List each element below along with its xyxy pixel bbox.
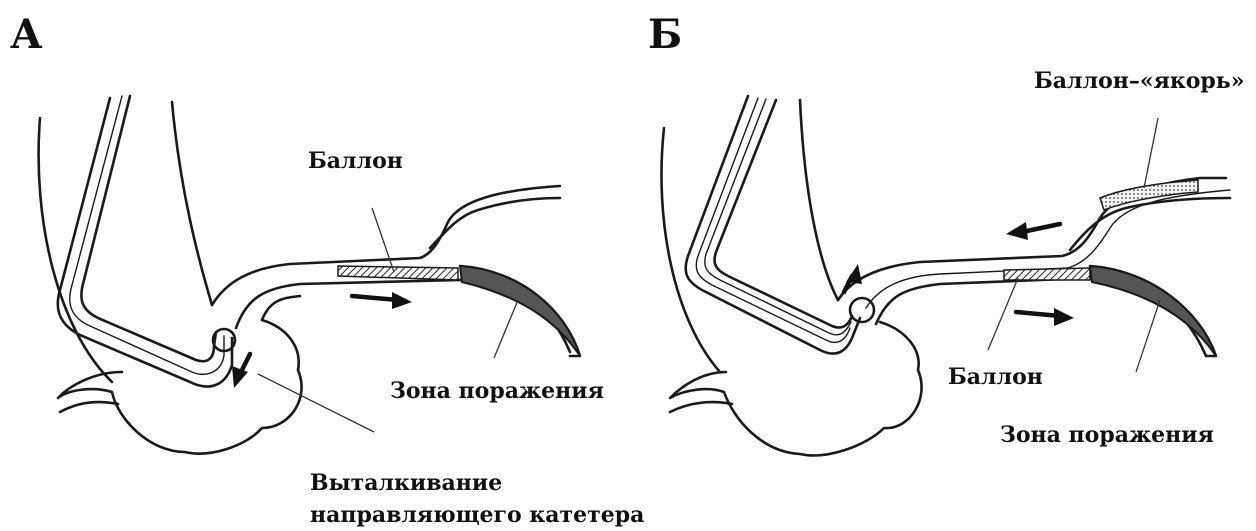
panel-b-lesion — [1090, 266, 1216, 356]
panel-a-balloon-label: Баллон — [308, 148, 403, 174]
panel-a-lesion — [460, 266, 580, 356]
panel-b-retract-arrow-shaft — [1022, 224, 1060, 232]
panel-a-balloon-leader — [372, 208, 394, 272]
panel-a-guiding-catheter-inner — [81, 96, 216, 361]
panel-b: Б — [648, 11, 1244, 455]
panel-a-pushout-label-line2: направляющего катетера — [310, 502, 644, 528]
panel-b-artery-branch-lower — [1070, 198, 1230, 250]
panel-a-pushout-leader — [258, 374, 374, 432]
panel-a-lesion-label: Зона поражения — [390, 378, 604, 404]
panel-a-artery-branch-lower — [430, 198, 560, 248]
panel-a-pushout-arrow-head — [232, 366, 248, 388]
panel-a-letter: А — [10, 11, 43, 58]
panel-b-guiding-catheter-inner — [715, 100, 853, 328]
panel-b-artery-upper — [838, 178, 1226, 300]
panel-b-balloon-leader — [988, 278, 1018, 350]
panel-a-root-lip — [60, 402, 118, 412]
panel-a-balloon — [338, 266, 458, 280]
panel-b-forward-arrow-shaft — [1016, 312, 1060, 316]
panel-a-forward-arrow-shaft — [352, 296, 398, 300]
panel-b-anchor-leader — [1144, 118, 1158, 188]
panel-b-lesion-label: Зона поражения — [1000, 422, 1214, 448]
panel-b-anchor-balloon-label: Баллон–«якорь» — [1034, 68, 1244, 94]
panel-b-retract-arrow-head — [1006, 222, 1028, 240]
panel-a-guidewire — [70, 96, 224, 374]
panel-b-lesion-leader — [1136, 300, 1160, 372]
panel-b-up-arrow-head — [846, 264, 862, 284]
panel-a-pushout-label-line1: Выталкивание — [310, 470, 502, 496]
panel-b-balloon — [1004, 268, 1090, 280]
panel-b-forward-arrow-head — [1054, 308, 1074, 326]
panel-a: А Баллон Зон — [10, 11, 644, 528]
panel-b-aortic-root — [670, 322, 922, 455]
panel-a-aortic-wall-inner — [172, 102, 212, 305]
panel-a-forward-arrow-head — [392, 292, 412, 309]
panel-a-aortic-wall-left — [39, 118, 112, 382]
panel-b-letter: Б — [648, 11, 682, 58]
panel-b-balloon-label: Баллон — [948, 364, 1043, 390]
panel-a-lesion-leader — [494, 300, 518, 358]
panel-b-aortic-wall-inner — [800, 100, 838, 300]
panel-b-artery-wire — [866, 190, 1230, 308]
panel-b-root-lip — [670, 402, 732, 412]
panel-a-artery-lower-wall — [262, 296, 300, 320]
